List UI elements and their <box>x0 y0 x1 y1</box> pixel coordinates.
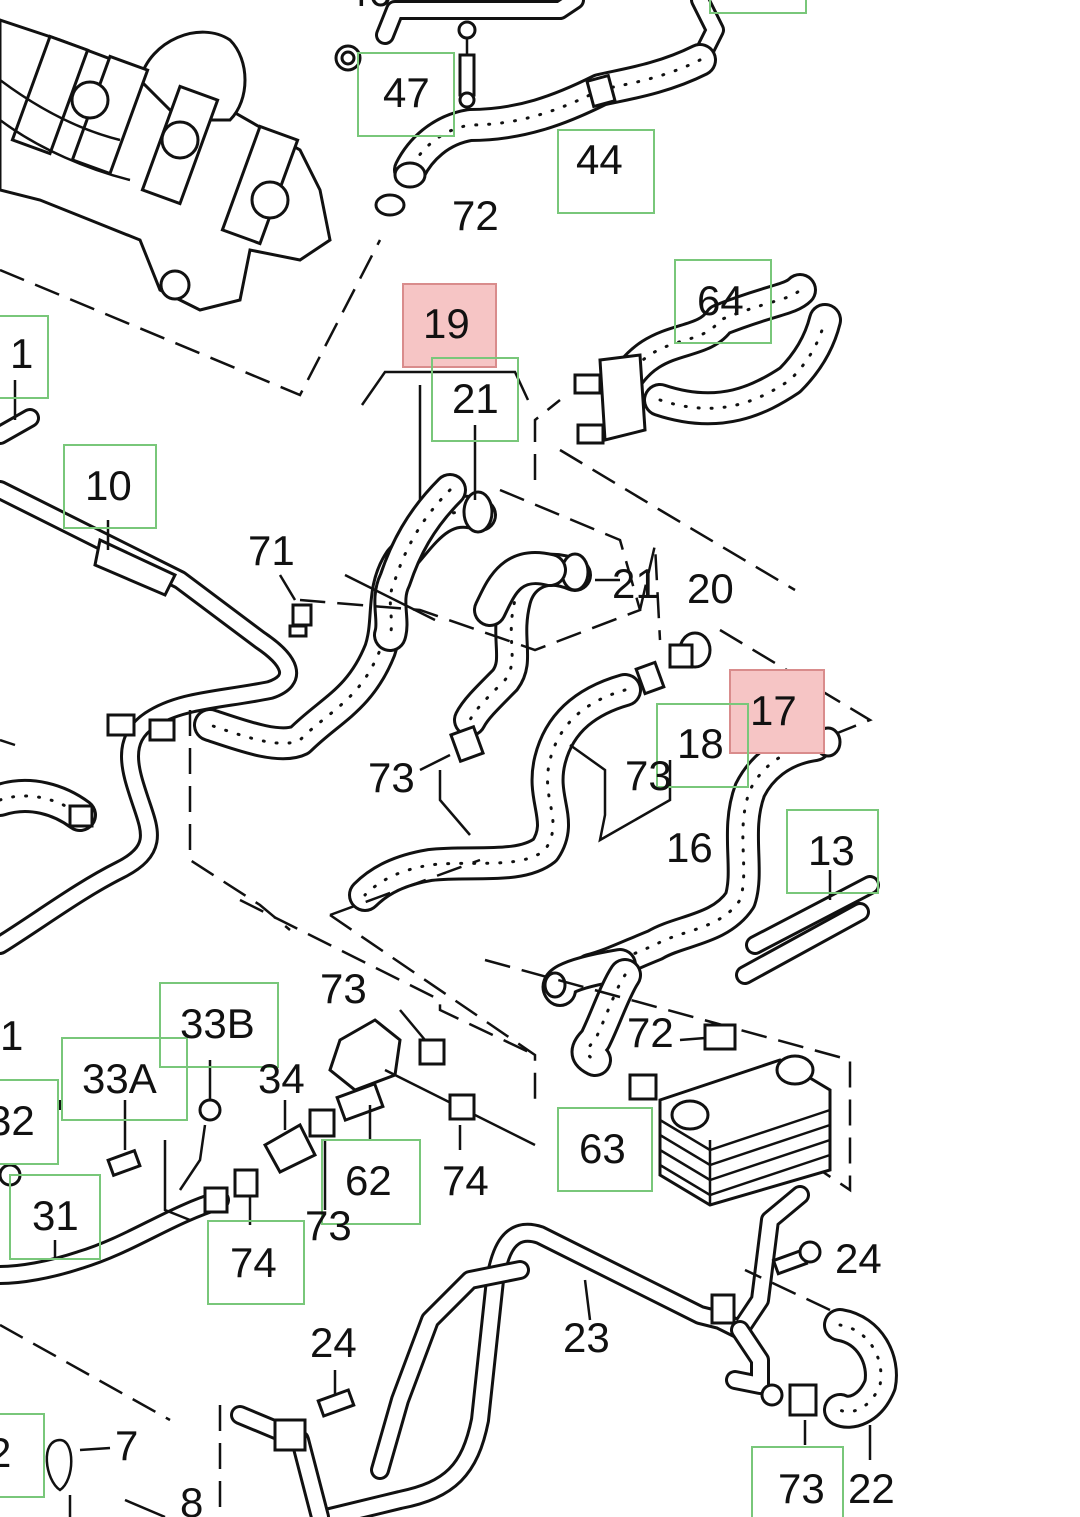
callout-box-13 <box>786 809 879 894</box>
callout-box-63 <box>557 1107 653 1192</box>
callout-box-2 <box>0 1413 45 1498</box>
callout-22: 22 <box>848 1465 895 1512</box>
oil-cooler <box>628 1023 832 1207</box>
callout-box-73 <box>751 1446 844 1517</box>
callout-box-47 <box>357 52 455 137</box>
hose-left-edge <box>0 779 97 832</box>
callout-73-bottom: 73 <box>778 1465 825 1512</box>
callout-73-lower: 73 <box>305 1202 352 1249</box>
hose-22 <box>788 1308 898 1460</box>
hose-16 <box>348 631 712 912</box>
callout-62: 62 <box>345 1157 392 1204</box>
bracket-73a <box>438 770 471 836</box>
callout-73-left: 73 <box>368 754 415 801</box>
callout-7: 7 <box>115 1422 138 1469</box>
exhaust-manifold <box>0 18 332 312</box>
callout-33b: 33B <box>180 1000 255 1047</box>
hose-17 <box>541 726 842 1077</box>
callout-box-1 <box>0 315 49 399</box>
callout-17: 17 <box>750 687 797 734</box>
callout-19: 19 <box>423 300 470 347</box>
group-outline-19 <box>299 488 642 652</box>
callout-box-31 <box>9 1174 101 1260</box>
callout-box-74 <box>207 1220 305 1305</box>
callout-74-right: 74 <box>442 1157 489 1204</box>
callout-10: 10 <box>85 462 132 509</box>
callout-74-left: 74 <box>230 1239 277 1286</box>
callout-72-top: 72 <box>452 192 499 239</box>
leader-73a <box>419 753 451 772</box>
cooler-outline-b <box>329 913 537 1110</box>
callout-box-64 <box>674 259 772 344</box>
callout-20: 20 <box>687 565 734 612</box>
bracket-16 <box>569 743 672 843</box>
bolts-13 <box>735 870 880 985</box>
pipe-23 <box>320 1185 822 1517</box>
callout-24-right: 24 <box>835 1235 882 1282</box>
callout-34: 34 <box>258 1055 305 1102</box>
clamp-71 <box>278 573 436 638</box>
hose64-outline <box>533 399 561 480</box>
callout-1: 1 <box>10 330 33 377</box>
left-edge-dash <box>0 738 16 747</box>
hose22-outline <box>744 1268 831 1312</box>
callout-box-21 <box>431 357 519 442</box>
lower-outline-a <box>0 1323 171 1422</box>
lower-frame <box>45 1370 356 1517</box>
callout-box-33b <box>159 982 279 1068</box>
callout-2: 2 <box>0 1429 11 1476</box>
callout-18: 18 <box>677 720 724 767</box>
callout-box-10 <box>63 444 157 529</box>
callout-24-left: 24 <box>310 1319 357 1366</box>
callout-46: 46 <box>345 0 392 15</box>
callout-box-18 <box>656 703 749 788</box>
callout-21-upper: 21 <box>452 375 499 422</box>
callout-32: 32 <box>0 1097 35 1144</box>
callout-31: 31 <box>32 1192 79 1239</box>
callout-73-mid: 73 <box>625 752 672 799</box>
callout-21-lower: 21 <box>612 560 659 607</box>
turbo-coolant-pipe <box>334 0 725 217</box>
connector-62 <box>328 1009 536 1150</box>
callout-44: 44 <box>576 136 623 183</box>
callout-box-17 <box>729 669 825 754</box>
hose-21-upper <box>193 473 497 761</box>
mid-outline <box>239 898 536 1057</box>
callout-box-19 <box>402 283 497 368</box>
group-bracket-19 <box>360 370 530 406</box>
callout-63: 63 <box>579 1125 626 1172</box>
cooler-outline-c <box>484 958 852 1193</box>
manifold-outline <box>0 239 382 397</box>
callout-box-32 <box>0 1079 59 1165</box>
hose-pair-64 <box>573 273 842 445</box>
callout-1-left: 1 <box>0 1012 23 1059</box>
callout-73-center: 73 <box>320 965 367 1012</box>
callout-16: 16 <box>666 824 713 871</box>
callout-71: 71 <box>248 527 295 574</box>
callout-13: 13 <box>808 827 855 874</box>
callout-64: 64 <box>697 277 744 324</box>
callout-23: 23 <box>563 1314 610 1361</box>
hose64-outline-b <box>559 448 796 592</box>
hose-21-lower <box>449 551 592 764</box>
callout-72-right: 72 <box>627 1009 674 1056</box>
cooler-outline-a <box>329 858 481 917</box>
callout-33a: 33A <box>82 1055 157 1102</box>
callout-box-33a <box>61 1037 188 1121</box>
callout-box-44 <box>557 129 655 214</box>
callout-47: 47 <box>383 69 430 116</box>
callout-box-top <box>709 0 807 14</box>
bolt-1 <box>0 380 40 445</box>
group-outline-20 <box>638 544 662 641</box>
callout-8: 8 <box>180 1479 203 1517</box>
callout-box-62 <box>321 1139 421 1225</box>
pipe-10 <box>0 480 299 955</box>
